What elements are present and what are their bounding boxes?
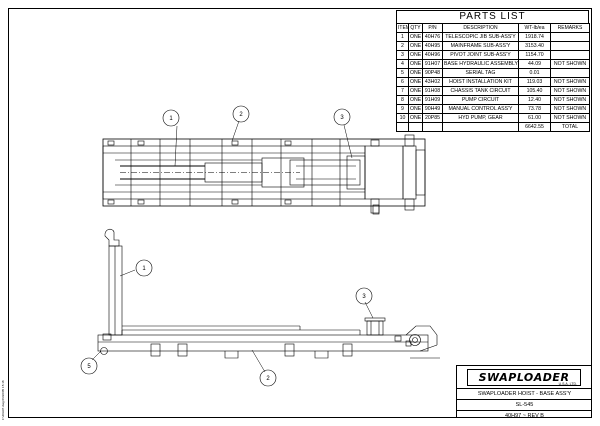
side-view bbox=[97, 228, 440, 359]
file-stamp: F:\40H97.dwg 06/30/05 15:18 bbox=[1, 380, 5, 420]
company-logo: SWAPLOADER U.S.A. LTD. bbox=[457, 366, 592, 389]
balloon-top-3 bbox=[333, 108, 351, 126]
parts-list-table: ITEM QTY P/N DESCRIPTION WT-lb/ea REMARK… bbox=[396, 23, 590, 132]
logo-box: SWAPLOADER U.S.A. LTD. bbox=[467, 369, 581, 386]
balloon-side-1-label: 1 bbox=[142, 266, 146, 272]
balloon-top-2-label: 2 bbox=[239, 112, 243, 118]
plan-view-crossmembers bbox=[130, 139, 341, 206]
balloon-top-3-label: 3 bbox=[340, 115, 344, 121]
title-block: SWAPLOADER U.S.A. LTD. SWAPLOADER HOIST … bbox=[456, 365, 592, 419]
parts-list-title: PARTS LIST bbox=[396, 10, 589, 23]
plan-view bbox=[102, 134, 426, 215]
balloon-top-1-label: 1 bbox=[169, 116, 173, 122]
balloons bbox=[80, 105, 373, 387]
balloon-side-2-label: 2 bbox=[266, 376, 270, 382]
balloon-side-1 bbox=[135, 259, 153, 277]
drawing-border bbox=[8, 8, 592, 418]
parts-list-total-row: 6642.55 TOTAL bbox=[396, 122, 590, 132]
balloon-top-2 bbox=[232, 105, 250, 123]
total-label: TOTAL bbox=[550, 122, 590, 132]
logo-text: SWAPLOADER bbox=[478, 371, 570, 384]
parts-list: PARTS LIST ITEM QTY P/N DESCRIPTION WT-l… bbox=[396, 10, 590, 132]
balloon-side-2 bbox=[259, 369, 277, 387]
balloon-side-5-label: 5 bbox=[87, 364, 91, 370]
balloon-side-3-label: 3 bbox=[362, 294, 366, 300]
drawing-number: 40H97 ~ REV B bbox=[505, 413, 544, 419]
balloon-side-3 bbox=[355, 287, 373, 305]
balloon-side-5 bbox=[80, 357, 98, 375]
leader-lines bbox=[91, 120, 374, 373]
drawing-title: SWAPLOADER HOIST - BASE ASS'Y bbox=[457, 389, 592, 400]
logo-subtext: U.S.A. LTD. bbox=[558, 382, 577, 386]
balloon-top-1 bbox=[162, 109, 180, 127]
model-number: SL-545 bbox=[457, 400, 592, 411]
